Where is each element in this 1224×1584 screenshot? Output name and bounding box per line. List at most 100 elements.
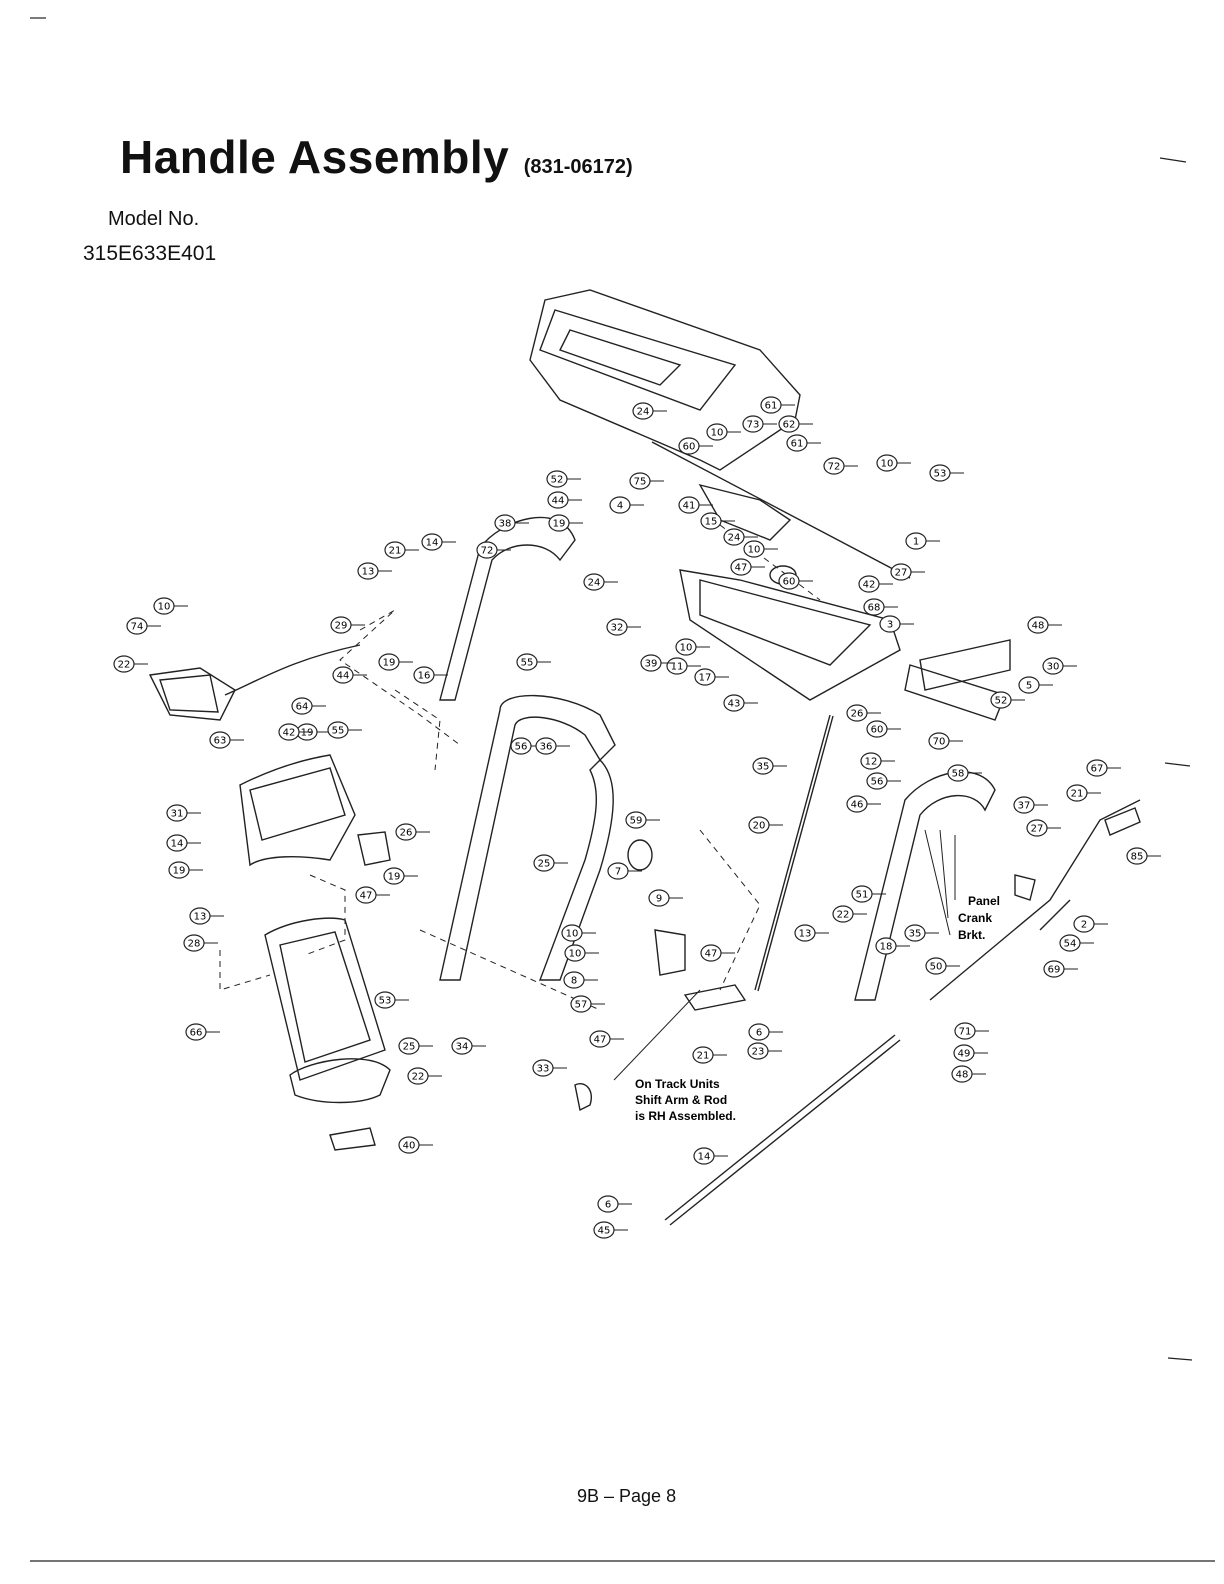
- part-callout: 72: [476, 541, 511, 559]
- callout-bubble: [846, 704, 868, 722]
- part-callout: 62: [778, 415, 813, 433]
- callout-number: 62: [783, 420, 796, 431]
- part-callout: 85: [1126, 847, 1161, 865]
- callout-bubble: [355, 886, 377, 904]
- callout-number: 18: [880, 942, 893, 953]
- callout-number: 45: [598, 1226, 611, 1237]
- part-callout: 19: [378, 653, 413, 671]
- callout-number: 15: [705, 517, 718, 528]
- part-callout: 61: [760, 396, 795, 414]
- callout-bubble: [648, 889, 670, 907]
- part-callout: 38: [494, 514, 529, 532]
- part-callout: 60: [866, 720, 901, 738]
- part-callout: 48: [1027, 616, 1062, 634]
- note-crank: Crank: [958, 911, 992, 925]
- callout-number: 21: [697, 1051, 710, 1062]
- callout-bubble: [1086, 759, 1108, 777]
- part-callout: 47: [700, 944, 735, 962]
- callout-number: 13: [362, 567, 375, 578]
- part-callout: 25: [533, 854, 568, 872]
- callout-bubble: [700, 944, 722, 962]
- part-callout: 42: [858, 575, 893, 593]
- callout-bubble: [866, 772, 888, 790]
- part-callout: 5: [1018, 676, 1053, 694]
- callout-bubble: [1018, 676, 1040, 694]
- callout-number: 51: [856, 890, 869, 901]
- callout-bubble: [832, 905, 854, 923]
- part-callout: 35: [752, 757, 787, 775]
- callout-number: 48: [956, 1070, 969, 1081]
- callout-number: 10: [569, 949, 582, 960]
- callout-number: 42: [863, 580, 876, 591]
- part-callout: 12: [860, 752, 895, 770]
- callout-number: 29: [335, 621, 348, 632]
- callout-bubble: [183, 934, 205, 952]
- callout-number: 10: [680, 643, 693, 654]
- callout-number: 34: [456, 1042, 469, 1053]
- callout-bubble: [494, 514, 516, 532]
- callout-bubble: [625, 811, 647, 829]
- callout-number: 17: [699, 673, 712, 684]
- callout-number: 9: [656, 894, 662, 905]
- callout-number: 12: [865, 757, 878, 768]
- callout-bubble: [510, 737, 532, 755]
- callout-number: 60: [683, 442, 696, 453]
- part-callout: 23: [747, 1042, 782, 1060]
- callout-bubble: [1013, 796, 1035, 814]
- page-title: Handle Assembly (831-06172): [120, 130, 633, 184]
- part-callout: 7: [607, 862, 642, 880]
- callout-bubble: [153, 597, 175, 615]
- callout-number: 47: [735, 563, 748, 574]
- model-label: Model No.: [108, 208, 200, 230]
- callout-bubble: [876, 454, 898, 472]
- part-callout: 47: [589, 1030, 624, 1048]
- callout-bubble: [629, 472, 651, 490]
- part-callout: 6: [748, 1023, 783, 1041]
- part-callout: 24: [583, 573, 618, 591]
- part-callout: 24: [632, 402, 667, 420]
- part-callout: 32: [606, 618, 641, 636]
- callout-bubble: [609, 496, 631, 514]
- callout-number: 22: [837, 910, 850, 921]
- part-callout: 29: [330, 616, 365, 634]
- callout-bubble: [700, 512, 722, 530]
- callout-bubble: [383, 867, 405, 885]
- callout-bubble: [723, 694, 745, 712]
- part-callout: 14: [166, 834, 201, 852]
- callout-number: 35: [909, 929, 922, 940]
- callout-bubble: [546, 470, 568, 488]
- part-callout: 57: [570, 995, 605, 1013]
- callout-number: 46: [851, 800, 864, 811]
- part-callout: 71: [954, 1022, 989, 1040]
- callout-number: 85: [1131, 852, 1144, 863]
- callout-number: 56: [871, 777, 884, 788]
- part-callout: 55: [327, 721, 362, 739]
- callout-bubble: [1026, 819, 1048, 837]
- part-callout: 27: [1026, 819, 1061, 837]
- callout-bubble: [947, 764, 969, 782]
- callout-number: 26: [851, 709, 864, 720]
- callout-bubble: [953, 1044, 975, 1062]
- part-callout: 13: [794, 924, 829, 942]
- callout-number: 27: [895, 568, 908, 579]
- callout-bubble: [209, 731, 231, 749]
- page-footer: 9B – Page 8: [577, 1486, 677, 1506]
- callout-bubble: [564, 944, 586, 962]
- callout-bubble: [846, 795, 868, 813]
- callout-number: 58: [952, 769, 965, 780]
- part-callout: 28: [183, 934, 218, 952]
- callout-bubble: [606, 618, 628, 636]
- callout-number: 40: [403, 1141, 416, 1152]
- callout-bubble: [374, 991, 396, 1009]
- callout-bubble: [1043, 960, 1065, 978]
- part-callout: 56: [866, 772, 901, 790]
- callout-number: 33: [537, 1064, 550, 1075]
- callout-number: 7: [615, 867, 621, 878]
- callout-number: 44: [552, 496, 565, 507]
- callout-bubble: [929, 464, 951, 482]
- callout-number: 10: [566, 929, 579, 940]
- callout-number: 55: [521, 658, 534, 669]
- part-callout: 44: [332, 666, 367, 684]
- part-callout: 13: [189, 907, 224, 925]
- callout-bubble: [113, 655, 135, 673]
